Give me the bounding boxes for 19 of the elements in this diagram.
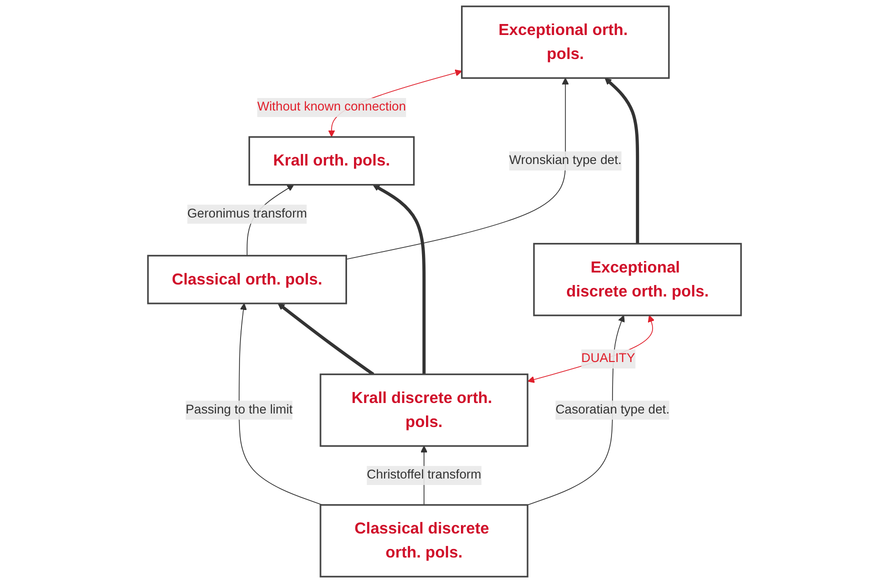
edge-label: Christoffel transform <box>366 468 482 482</box>
node-box: Exceptional discrete orth. pols. <box>533 242 742 316</box>
arrow <box>346 78 569 260</box>
arrow <box>528 315 655 383</box>
edge-label: DUALITY <box>581 352 636 366</box>
edge-label: Wronskian type det. <box>509 154 622 168</box>
node-box: Krall orth. pols. <box>248 136 415 186</box>
node-box: Krall discrete orth. pols. <box>320 374 528 447</box>
arrow <box>238 303 323 506</box>
node-box: Classical orth. pols. <box>147 254 348 304</box>
arrow <box>278 303 374 376</box>
arrow <box>372 184 426 374</box>
edge-label: Passing to the limit <box>186 403 293 417</box>
edge-label: Geronimus transform <box>187 207 307 221</box>
node-box: Exceptional orth. pols. <box>461 6 670 79</box>
arrow <box>604 78 640 244</box>
edge-label: Without known connection <box>257 100 406 114</box>
edge-label: Casoratian type det. <box>555 403 670 417</box>
node-box: Classical discrete orth. pols. <box>320 504 528 578</box>
